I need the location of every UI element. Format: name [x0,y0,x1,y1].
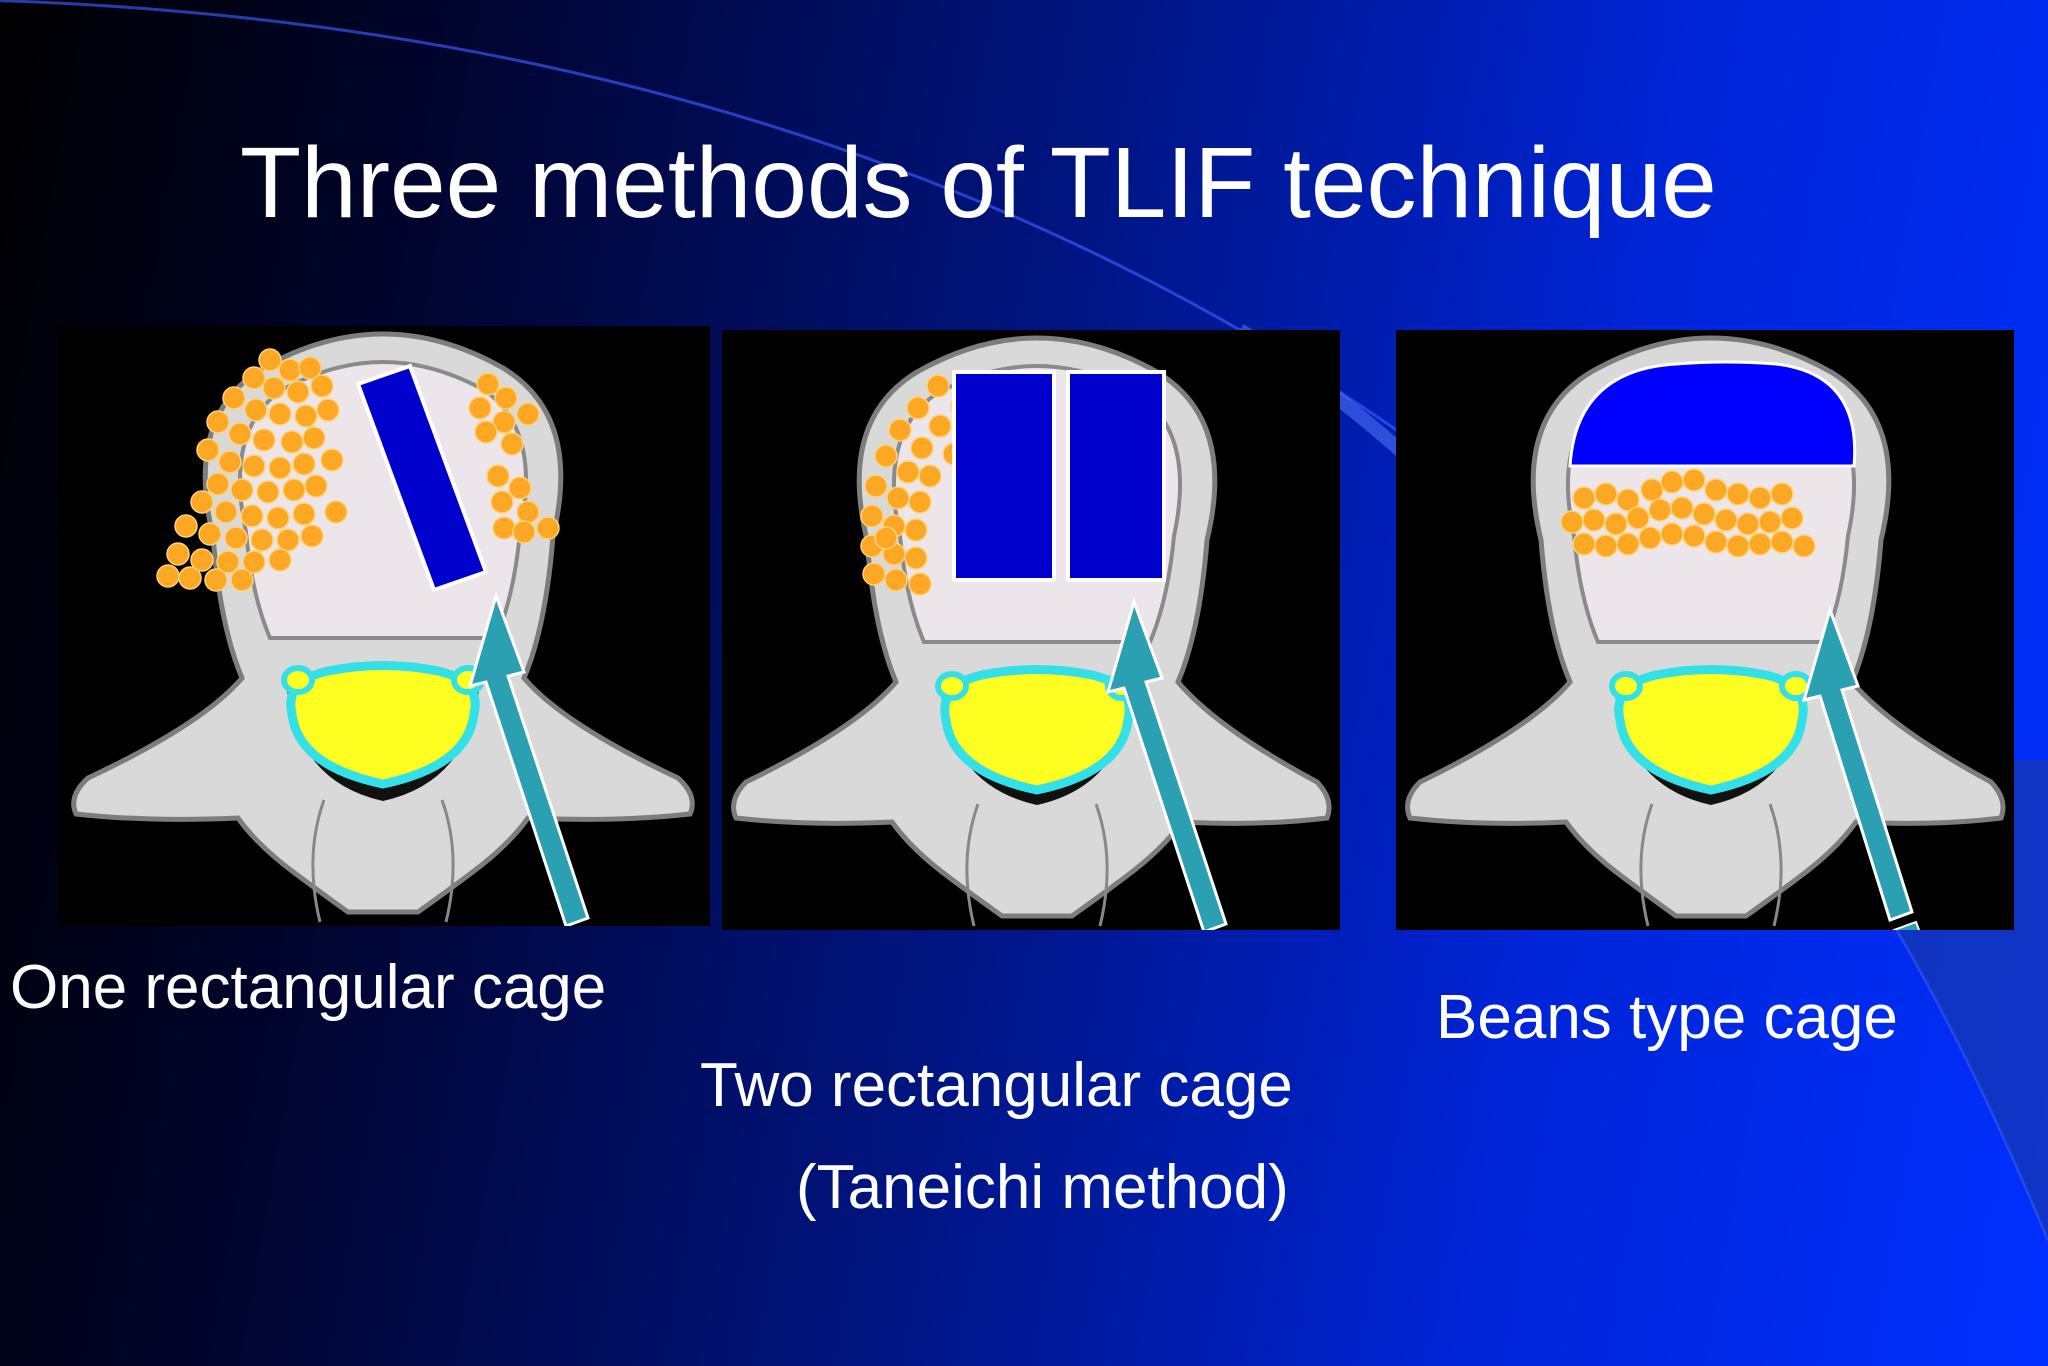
double-rectangular-cage-icon [952,370,1166,582]
approach-arrow-icon [467,591,590,926]
caption-beans-type-cage: Beans type cage [1436,983,1898,1052]
bone-graft-cluster [156,348,560,592]
vertebra-cross-section [71,331,695,926]
caption-two-rectangular-cage: Two rectangular cage [700,1051,1293,1120]
vertebra-panel-two-cages [722,330,1340,930]
spinal-canal [935,665,1139,795]
caption-one-rectangular-cage: One rectangular cage [10,953,607,1022]
vertebra-cross-section [1405,335,2006,930]
vertebra-panel-beans-cage [1396,330,2014,930]
vertebra-panel-one-cage [58,326,710,926]
bone-graft-cluster [860,374,1006,596]
beans-type-cage-icon [1568,360,1857,468]
vertebra-cross-section [731,335,1332,930]
bone-graft-cluster [1560,468,1816,558]
slide-title: Three methods of TLIF technique [240,127,1717,239]
approach-arrow-icon [1105,597,1228,930]
caption-taneichi-method: (Taneichi method) [796,1153,1289,1222]
spinal-canal [281,661,485,789]
approach-arrow-icon [1801,605,1921,930]
single-rectangular-cage-icon [355,363,489,593]
spinal-canal [1609,665,1813,795]
